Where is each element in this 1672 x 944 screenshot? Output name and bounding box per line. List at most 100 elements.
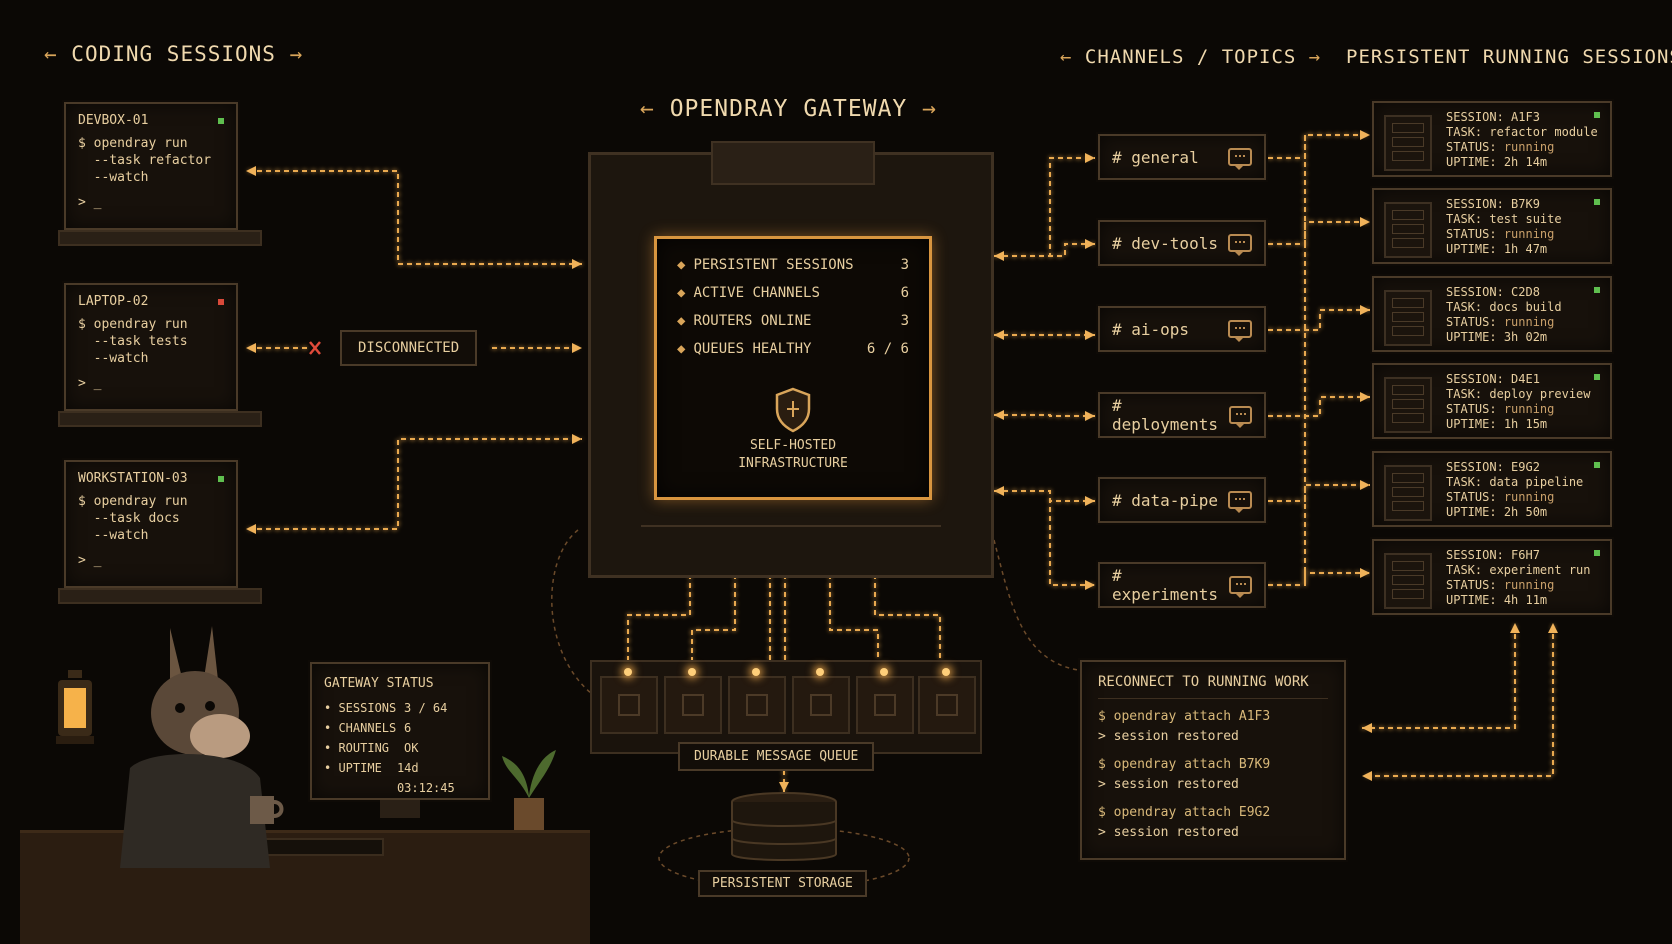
- chat-bubble-icon: [1229, 406, 1252, 428]
- channel-general[interactable]: # general: [1098, 134, 1266, 180]
- channel-ai-ops[interactable]: # ai-ops: [1098, 306, 1266, 352]
- server-rack-icon: [1384, 290, 1432, 346]
- session-uptime: UPTIME: 4h 11m: [1446, 593, 1548, 607]
- status-led: [1594, 287, 1600, 293]
- status-led: [1594, 374, 1600, 380]
- header-coding-sessions: ← CODING SESSIONS →: [44, 42, 304, 66]
- queue-crate: [600, 668, 658, 734]
- wire-reconnect-b: [1362, 625, 1554, 777]
- terminal-line: --task docs: [78, 511, 180, 526]
- wire-q6: [874, 565, 941, 660]
- wire-q5: [829, 565, 879, 660]
- gateway-caption: INFRASTRUCTURE: [738, 456, 848, 471]
- channel-data-pipe[interactable]: # data-pipe: [1098, 477, 1266, 523]
- result-line: > session restored: [1098, 825, 1239, 840]
- wire-s6: [1268, 572, 1370, 586]
- reconnect-entry: $ opendray attach A1F3 > session restore…: [1098, 707, 1328, 747]
- session-id: SESSION: B7K9: [1446, 197, 1540, 211]
- command-line: $ opendray attach A1F3: [1098, 709, 1271, 724]
- session-uptime: UPTIME: 1h 15m: [1446, 417, 1548, 431]
- reconnect-panel: RECONNECT TO RUNNING WORK $ opendray att…: [1080, 660, 1346, 860]
- queue-crate: [792, 668, 850, 734]
- wire-ch-experiments: [994, 490, 1095, 586]
- queue-crate: [728, 668, 786, 734]
- wire-q1: [627, 565, 691, 660]
- session-uptime: UPTIME: 3h 02m: [1446, 330, 1548, 344]
- shield-icon: [775, 387, 811, 433]
- chat-bubble-icon: [1228, 491, 1252, 513]
- queue-crate: [856, 668, 914, 734]
- status-led: [218, 298, 224, 305]
- terminal-line: > _: [78, 376, 102, 391]
- machine-laptop[interactable]: LAPTOP-02 $ opendray run --task tests --…: [58, 283, 262, 427]
- storage-label: PERSISTENT STORAGE: [698, 870, 867, 897]
- session-status: STATUS: running: [1446, 402, 1555, 416]
- session-id: SESSION: D4E1: [1446, 372, 1540, 386]
- session-uptime: UPTIME: 2h 14m: [1446, 155, 1548, 169]
- wire-ch-devtools: [994, 243, 1095, 257]
- laptop-base: [58, 588, 262, 604]
- session-status: STATUS: running: [1446, 315, 1555, 329]
- machine-devbox[interactable]: DEVBOX-01 $ opendray run --task refactor…: [58, 102, 262, 246]
- terminal-line: $ opendray run: [78, 136, 188, 151]
- reconnect-entry: $ opendray attach B7K9 > session restore…: [1098, 755, 1328, 795]
- wire-ch-datapipe: [994, 490, 1095, 502]
- database-icon: [731, 792, 837, 861]
- command-line: $ opendray attach B7K9: [1098, 757, 1271, 772]
- wire-q2: [691, 565, 736, 660]
- terminal-line: $ opendray run: [78, 317, 188, 332]
- wire-workstation: [248, 438, 582, 530]
- terminal-line: --task refactor: [78, 153, 212, 168]
- queue-label: DURABLE MESSAGE QUEUE: [678, 742, 875, 771]
- donkey-illustration: [120, 626, 270, 868]
- wire-s3: [1268, 309, 1370, 331]
- server-rack-icon: [1384, 465, 1432, 521]
- x-mark-icon: [309, 341, 321, 355]
- server-rack-icon: [1384, 202, 1432, 258]
- session-task: TASK: deploy preview: [1446, 387, 1591, 401]
- session-status: STATUS: running: [1446, 227, 1555, 241]
- channel-dev-tools[interactable]: # dev-tools: [1098, 220, 1266, 266]
- status-led: [218, 475, 224, 482]
- server-rack-icon: [1384, 553, 1432, 609]
- terminal-line: --watch: [78, 528, 149, 543]
- wire-s1: [1268, 134, 1370, 159]
- gateway-port-row: [641, 525, 941, 553]
- command-line: $ opendray attach E9G2: [1098, 805, 1271, 820]
- header-gateway: ← OPENDRAY GATEWAY →: [640, 96, 937, 122]
- server-rack-icon: [1384, 377, 1432, 433]
- chat-bubble-icon: [1228, 234, 1252, 256]
- session-id: SESSION: E9G2: [1446, 460, 1540, 474]
- session-status: STATUS: running: [1446, 140, 1555, 154]
- channel-experiments[interactable]: # experiments: [1098, 562, 1266, 608]
- plant-icon: [502, 750, 556, 830]
- session-id: SESSION: C2D8: [1446, 285, 1540, 299]
- session-status: STATUS: running: [1446, 490, 1555, 504]
- session-uptime: UPTIME: 1h 47m: [1446, 242, 1548, 256]
- terminal-line: --watch: [78, 170, 149, 185]
- session-task: TASK: data pipeline: [1446, 475, 1584, 489]
- wire-ch-deploy: [994, 414, 1095, 417]
- wire-reconnect-a: [1362, 625, 1516, 729]
- terminal-line: --watch: [78, 351, 149, 366]
- session-uptime: UPTIME: 2h 50m: [1446, 505, 1548, 519]
- header-channels: ← CHANNELS / TOPICS →: [1060, 46, 1322, 68]
- machine-workstation[interactable]: WORKSTATION-03 $ opendray run --task doc…: [58, 460, 262, 604]
- terminal-line: > _: [78, 553, 102, 568]
- gateway-caption: SELF-HOSTED: [749, 438, 837, 453]
- status-led: [218, 117, 224, 124]
- channel-deployments[interactable]: # deployments: [1098, 392, 1266, 438]
- wire-ch-general: [994, 157, 1095, 257]
